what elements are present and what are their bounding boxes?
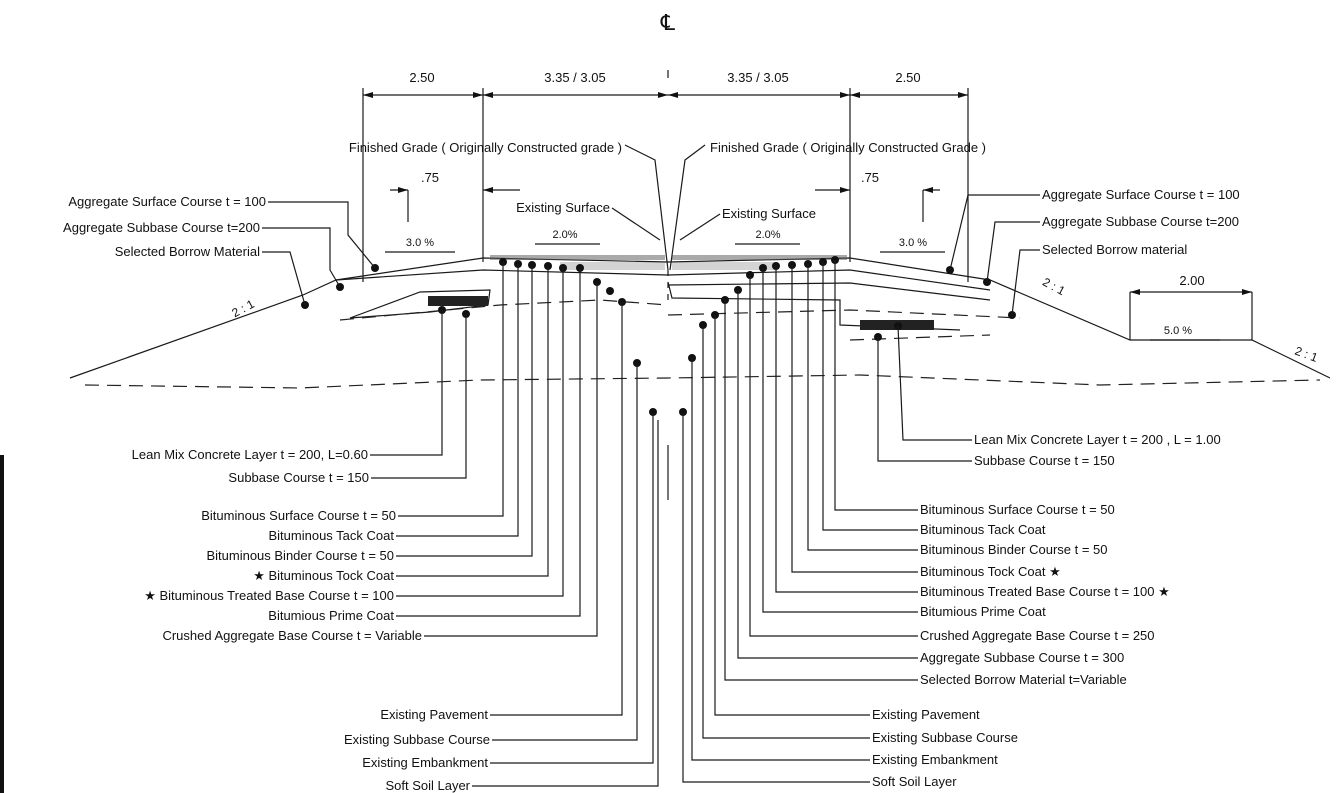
leader-dots [301,256,1016,416]
right-ex-embankment: Existing Embankment [872,752,998,767]
left-selected-borrow: Selected Borrow Material [115,244,260,259]
right-agg-surface: Aggregate Surface Course t = 100 [1042,187,1240,202]
dim-right-shoulder: 2.50 [895,70,920,85]
right-leaders [669,144,1040,783]
left-bit-tack2: ★ Bituminous Tock Coat [253,568,394,583]
slope-left-shoulder: 3.0 % [406,237,434,249]
left-subbase: Subbase Course t = 150 [228,470,369,485]
right-bit-surface: Bituminous Surface Course t = 50 [920,502,1115,517]
lean-mix-left [428,296,488,306]
left-bit-tack: Bituminous Tack Coat [269,528,395,543]
right-bit-tack2: Bituminous Tock Coat ★ [920,564,1061,579]
slope-right-side: 2 : 1 [1040,275,1067,298]
left-agg-subbase: Aggregate Subbase Course t=200 [63,220,260,235]
pavement-layers [490,255,847,270]
left-lean-mix: Lean Mix Concrete Layer t = 200, L=0.60 [132,447,368,462]
slope-right-lane: 2.0% [755,229,780,241]
left-bit-surface: Bituminous Surface Course t = 50 [201,508,396,523]
right-lean-mix: Lean Mix Concrete Layer t = 200 , L = 1.… [974,432,1221,447]
leader-existing-left [611,207,661,241]
centerline-symbol: ℄ [660,10,676,35]
right-agg-subbase: Aggregate Subbase Course t=200 [1042,214,1239,229]
right-selected-borrow: Selected Borrow material [1042,242,1187,257]
right-selected-borrow-var: Selected Borrow Material t=Variable [920,672,1127,687]
top-dimension-line [362,88,969,282]
label-existing-surface-left: Existing Surface [516,200,610,215]
dim-left-lane: 3.35 / 3.05 [544,70,605,85]
left-crushed: Crushed Aggregate Base Course t = Variab… [162,628,422,643]
slope-left-lane: 2.0% [552,229,577,241]
left-ex-subbase: Existing Subbase Course [344,732,490,747]
right-prime: Bitumious Prime Coat [920,604,1046,619]
left-bit-treated: ★ Bituminous Treated Base Course t = 100 [144,588,394,603]
left-ex-pavement: Existing Pavement [380,707,488,722]
label-finished-grade-left: Finished Grade ( Originally Constructed … [349,140,622,155]
right-bit-binder: Bituminous Binder Course t = 50 [920,542,1108,557]
left-prime: Bitumious Prime Coat [268,608,394,623]
label-existing-surface-right: Existing Surface [722,206,816,221]
left-agg-surface: Aggregate Surface Course t = 100 [68,194,266,209]
right-ex-subbase: Existing Subbase Course [872,730,1018,745]
dim-right-lane: 3.35 / 3.05 [727,70,788,85]
right-ex-pavement: Existing Pavement [872,707,980,722]
label-finished-grade-right: Finished Grade ( Originally Constructed … [710,140,986,155]
left-soft-soil: Soft Soil Layer [385,778,470,793]
dim-berm: 2.00 [1179,273,1204,288]
slope-right-shoulder: 3.0 % [899,237,927,249]
right-agg-subbase-300: Aggregate Subbase Course t = 300 [920,650,1124,665]
leader-existing-right [679,213,721,241]
left-leaders [262,144,669,787]
left-ex-embankment: Existing Embankment [362,755,488,770]
left-bit-binder: Bituminous Binder Course t = 50 [206,548,394,563]
right-soft-soil: Soft Soil Layer [872,774,957,789]
dim-left-offset: .75 [421,170,439,185]
slope-berm: 5.0 % [1164,325,1192,337]
right-subbase: Subbase Course t = 150 [974,453,1115,468]
dim-right-offset: .75 [861,170,879,185]
dim-left-shoulder: 2.50 [409,70,434,85]
scan-border [0,455,4,793]
right-bit-tack: Bituminous Tack Coat [920,522,1046,537]
offset-dimensions [390,187,940,222]
right-crushed: Crushed Aggregate Base Course t = 250 [920,628,1155,643]
right-bit-treated: Bituminous Treated Base Course t = 100 ★ [920,584,1170,599]
